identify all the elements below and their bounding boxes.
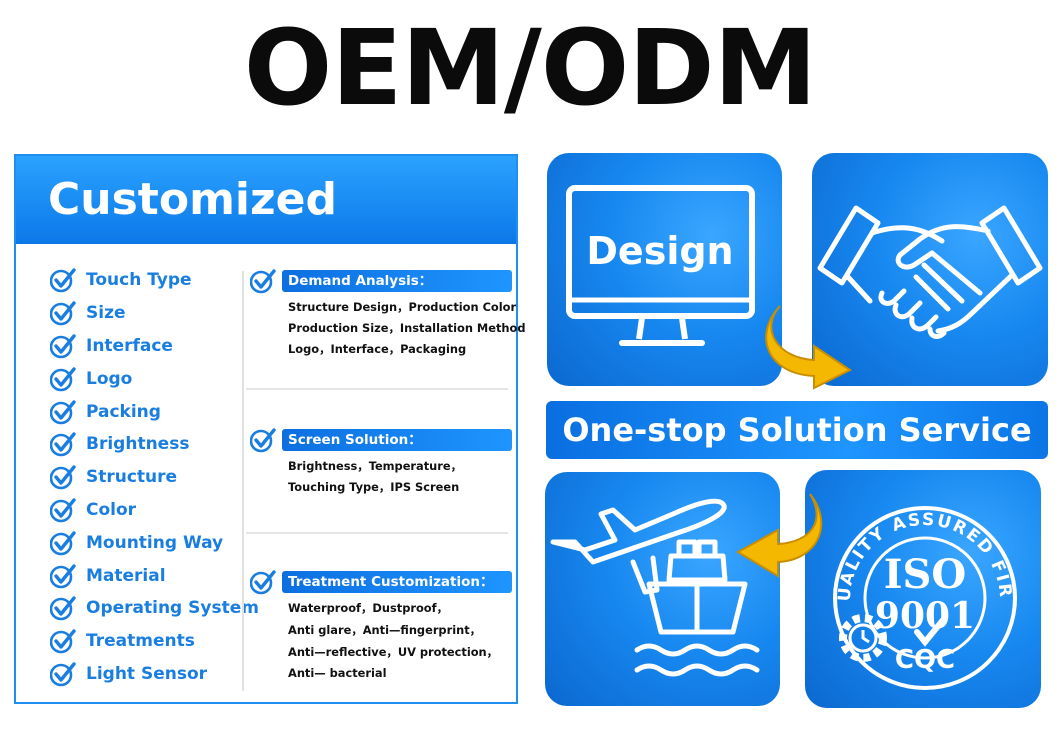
section-heading: Screen Solution：: [282, 429, 512, 451]
check-icon: [50, 498, 76, 523]
iso-tile: QUALITY ASSURED FIRM ISO 9001 CQC: [805, 470, 1041, 708]
section-line: Anti—reflective，UV protection，: [288, 645, 499, 659]
checklist-label: Treatments: [86, 631, 195, 652]
iso-seal-icon: QUALITY ASSURED FIRM ISO 9001 CQC: [805, 470, 1017, 690]
checklist-label: Size: [86, 303, 126, 324]
iso-number: 9001: [875, 595, 975, 637]
list-item: Mounting Way: [50, 526, 259, 559]
arrow-icon: [735, 493, 823, 578]
check-icon: [50, 301, 76, 326]
iso-label: ISO: [884, 551, 966, 598]
section-line: Structure Design，Production Color: [288, 300, 517, 314]
list-item: Operating System: [50, 592, 259, 625]
section-line: Waterproof，Dustproof，: [288, 601, 448, 615]
list-item: Material: [50, 559, 259, 592]
monitor-icon: Design: [566, 185, 755, 346]
check-icon: [50, 399, 76, 424]
section-line: Touching Type，IPS Screen: [288, 480, 460, 494]
checklist-label: Touch Type: [86, 270, 192, 291]
checklist-label: Light Sensor: [86, 663, 208, 684]
check-icon: [914, 617, 946, 647]
gear-icon: [839, 614, 887, 662]
section-line: Anti— bacterial: [288, 666, 387, 680]
customization-checklist: Touch Type Size Interface Logo Packing B…: [50, 264, 259, 690]
checklist-label: Structure: [86, 467, 178, 488]
shipping-icons: [550, 498, 760, 677]
check-icon: [50, 367, 76, 392]
check-icon: [50, 334, 76, 359]
section-demand-analysis: Demand Analysis： Structure Design，Produc…: [250, 268, 526, 362]
handshake-tile: [812, 153, 1048, 386]
list-item: Interface: [50, 330, 259, 363]
check-icon: [50, 465, 76, 490]
shipping-tile: [545, 472, 780, 706]
customized-details-panel: Customized Details Touch Type Size Inter…: [14, 154, 526, 704]
ship-icon: [634, 539, 760, 677]
section-line: Anti glare，Anti—fingerprint，: [288, 623, 482, 637]
list-item: Packing: [50, 395, 259, 428]
section-heading: Demand Analysis：: [282, 270, 512, 292]
check-icon: [50, 596, 76, 621]
checklist-label: Interface: [86, 335, 173, 356]
section-treatment-customization: Treatment Customization： Waterproof，Dust…: [250, 569, 512, 688]
checklist-label: Material: [86, 565, 166, 586]
check-icon: [50, 268, 76, 293]
check-icon: [250, 570, 276, 595]
check-icon: [50, 563, 76, 588]
section-line: Brightness，Temperature，: [288, 459, 463, 473]
section-heading: Treatment Customization：: [282, 571, 512, 593]
list-item: Logo: [50, 362, 259, 395]
checklist-label: Brightness: [86, 434, 190, 455]
section-divider: [246, 532, 508, 534]
check-icon: [250, 428, 276, 453]
handshake-icon: [817, 205, 1043, 339]
section-line: Logo，Interface，Packaging: [288, 342, 467, 356]
check-icon: [50, 432, 76, 457]
checklist-label: Color: [86, 499, 137, 520]
cqc-label: CQC: [895, 645, 955, 675]
one-stop-banner: One-stop Solution Service: [546, 401, 1048, 459]
list-item: Color: [50, 494, 259, 527]
column-divider: [242, 271, 244, 691]
list-item: Touch Type: [50, 264, 259, 297]
check-icon: [50, 662, 76, 687]
list-item: Structure: [50, 461, 259, 494]
section-screen-solution: Screen Solution： Brightness，Temperature，…: [250, 427, 512, 500]
arrow-icon: [765, 305, 852, 390]
section-divider: [246, 388, 508, 390]
design-label: Design: [586, 229, 733, 273]
checklist-label: Packing: [86, 401, 161, 422]
checklist-label: Operating System: [86, 598, 259, 619]
check-icon: [50, 629, 76, 654]
list-item: Treatments: [50, 625, 259, 658]
list-item: Light Sensor: [50, 658, 259, 691]
list-item: Size: [50, 297, 259, 330]
list-item: Brightness: [50, 428, 259, 461]
check-icon: [250, 269, 276, 294]
checklist-label: Mounting Way: [86, 532, 224, 553]
section-line: Production Size，Installation Method: [288, 321, 526, 335]
check-icon: [50, 531, 76, 556]
panel-heading: Customized Details: [16, 156, 516, 313]
checklist-label: Logo: [86, 368, 133, 389]
design-tile: Design: [547, 153, 782, 386]
page-title: OEM/ODM: [243, 7, 817, 129]
